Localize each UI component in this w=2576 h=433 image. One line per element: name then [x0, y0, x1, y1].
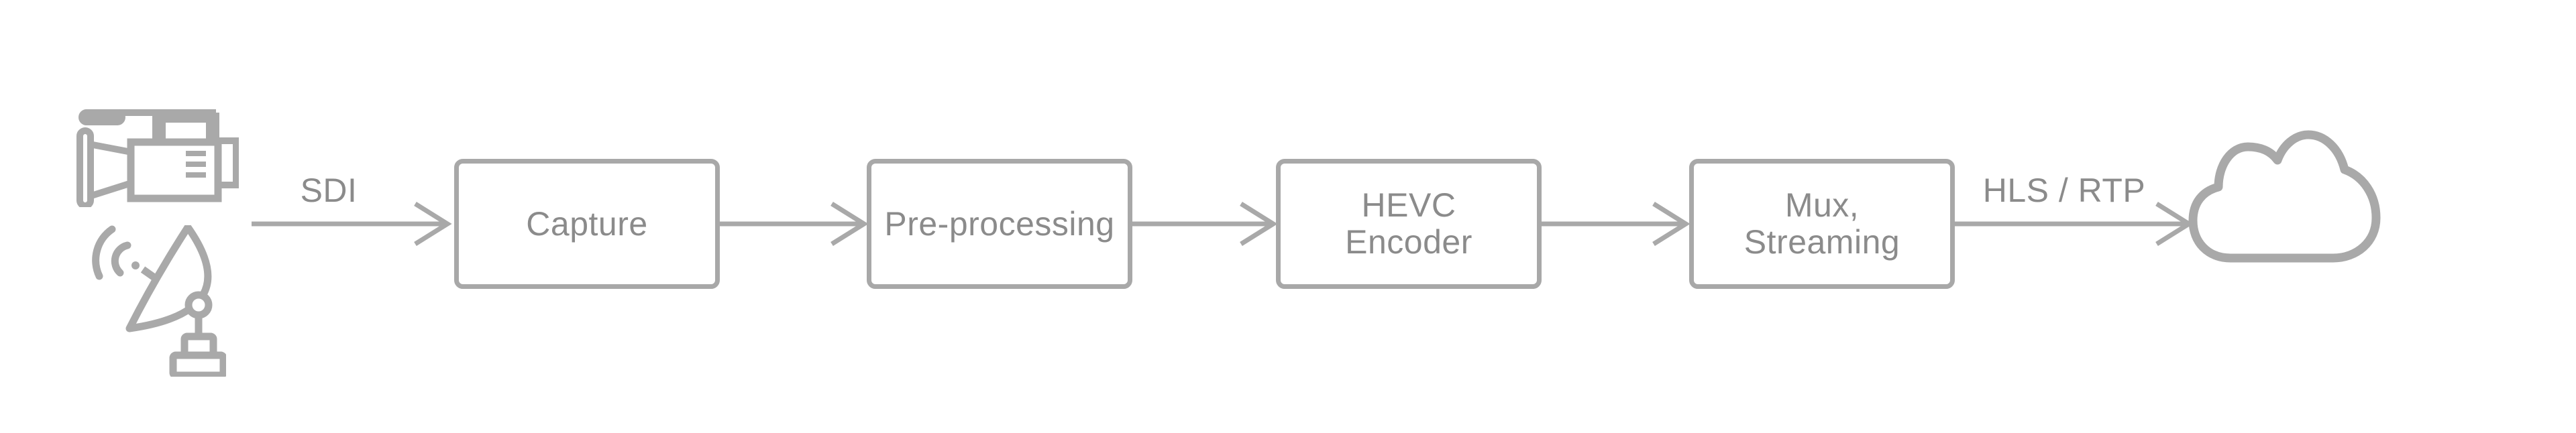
edge-arrow-preprocessing-encoder — [1132, 202, 1278, 246]
node-label: Capture — [526, 204, 648, 243]
signal-wave-outer — [92, 225, 116, 280]
video-camera-icon — [76, 109, 239, 207]
edge-arrow-capture-preprocessing — [720, 202, 869, 246]
dish-base — [169, 351, 226, 377]
node-pre-processing: Pre-processing — [867, 159, 1132, 289]
camera-eyepiece — [76, 127, 94, 207]
edge-arrow-hls-rtp — [1955, 202, 2194, 246]
camera-lens-cone — [88, 141, 133, 200]
camera-microphone — [78, 109, 125, 125]
node-label: Mux, — [1784, 186, 1860, 224]
signal-dot — [131, 261, 140, 269]
node-label-line2: Streaming — [1743, 223, 1900, 261]
satellite-dish-icon — [92, 225, 226, 377]
node-label: Pre-processing — [884, 204, 1115, 243]
camera-vents — [186, 151, 206, 178]
cloud-icon — [2188, 130, 2381, 263]
edge-arrow-sdi — [252, 202, 452, 246]
node-hevc-encoder: HEVC Encoder — [1276, 159, 1542, 289]
signal-wave-inner — [111, 241, 131, 277]
edge-label-hls-rtp: HLS / RTP — [1982, 172, 2146, 209]
node-mux-streaming: Mux, Streaming — [1689, 159, 1955, 289]
node-capture: Capture — [454, 159, 720, 289]
edge-arrow-encoder-mux — [1542, 202, 1690, 246]
dish-pivot — [184, 291, 213, 319]
camera-frame — [152, 113, 219, 142]
edge-label-sdi: SDI — [300, 172, 358, 209]
node-label: HEVC — [1361, 186, 1456, 224]
cloud-outline — [2188, 130, 2381, 263]
node-label-line2: Encoder — [1345, 223, 1472, 261]
